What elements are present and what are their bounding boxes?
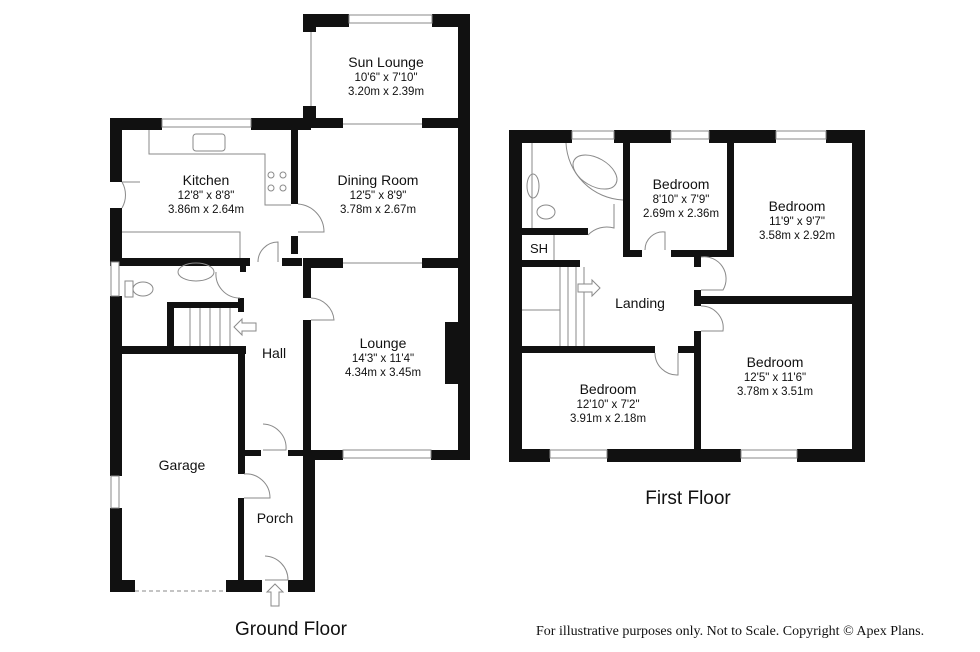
room-dim-imperial: 10'6" x 7'10"	[354, 72, 418, 84]
ground-floor-title: Ground Floor	[235, 619, 347, 640]
first-floor-title: First Floor	[645, 488, 731, 509]
room-name: Dining Room	[337, 172, 419, 188]
label-sh: SH	[530, 241, 548, 256]
room-name: Porch	[256, 510, 294, 526]
ground-floor-walls	[110, 14, 470, 592]
room-landing: Landing	[615, 295, 665, 312]
room-dim-metric: 3.78m x 2.67m	[339, 204, 417, 216]
room-name: Kitchen	[182, 172, 230, 188]
room-name: Landing	[615, 295, 665, 311]
room-name: Garage	[158, 457, 206, 473]
room-bedroom-4: Bedroom 12'5" x 11'6" 3.78m x 3.51m	[737, 354, 813, 399]
room-name: Hall	[261, 345, 287, 361]
room-dim-metric: 3.78m x 3.51m	[736, 386, 814, 398]
room-dim-metric: 2.69m x 2.36m	[642, 208, 720, 220]
room-dim-imperial: 12'10" x 7'2"	[576, 399, 640, 411]
room-hall: Hall	[262, 345, 286, 362]
first-floor-fixtures: SH	[522, 130, 827, 459]
room-name: Sun Lounge	[348, 54, 424, 70]
ground-floor-fixtures	[110, 14, 433, 607]
room-dim-imperial: 12'5" x 8'9"	[349, 190, 407, 202]
room-dim-imperial: 8'10" x 7'9"	[652, 194, 710, 206]
room-dim-imperial: 12'8" x 8'8"	[177, 190, 235, 202]
room-dining-room: Dining Room 12'5" x 8'9" 3.78m x 2.67m	[338, 172, 419, 217]
room-bedroom-2: Bedroom 11'9" x 9'7" 3.58m x 2.92m	[759, 198, 835, 243]
room-dim-metric: 3.86m x 2.64m	[167, 204, 245, 216]
room-dim-metric: 3.58m x 2.92m	[758, 230, 836, 242]
room-bedroom-1: Bedroom 8'10" x 7'9" 2.69m x 2.36m	[643, 176, 719, 221]
room-dim-imperial: 14'3" x 11'4"	[351, 353, 415, 365]
room-dim-metric: 3.20m x 2.39m	[347, 86, 425, 98]
room-kitchen: Kitchen 12'8" x 8'8" 3.86m x 2.64m	[168, 172, 244, 217]
room-dim-metric: 4.34m x 3.45m	[344, 367, 422, 379]
first-floor-walls	[509, 130, 865, 462]
room-name: Bedroom	[768, 198, 826, 214]
room-name: Bedroom	[652, 176, 710, 192]
room-dim-metric: 3.91m x 2.18m	[569, 413, 647, 425]
room-garage: Garage	[159, 457, 206, 474]
room-name: Bedroom	[579, 381, 637, 397]
room-lounge: Lounge 14'3" x 11'4" 4.34m x 3.45m	[345, 335, 421, 380]
room-porch: Porch	[257, 510, 294, 527]
room-dim-imperial: 11'9" x 9'7"	[769, 216, 825, 228]
room-sun-lounge: Sun Lounge 10'6" x 7'10" 3.20m x 2.39m	[348, 54, 424, 99]
room-name: Lounge	[359, 335, 407, 351]
room-name: Bedroom	[746, 354, 804, 370]
room-bedroom-3: Bedroom 12'10" x 7'2" 3.91m x 2.18m	[570, 381, 646, 426]
disclaimer: For illustrative purposes only. Not to S…	[536, 624, 925, 639]
room-dim-imperial: 12'5" x 11'6"	[743, 372, 807, 384]
